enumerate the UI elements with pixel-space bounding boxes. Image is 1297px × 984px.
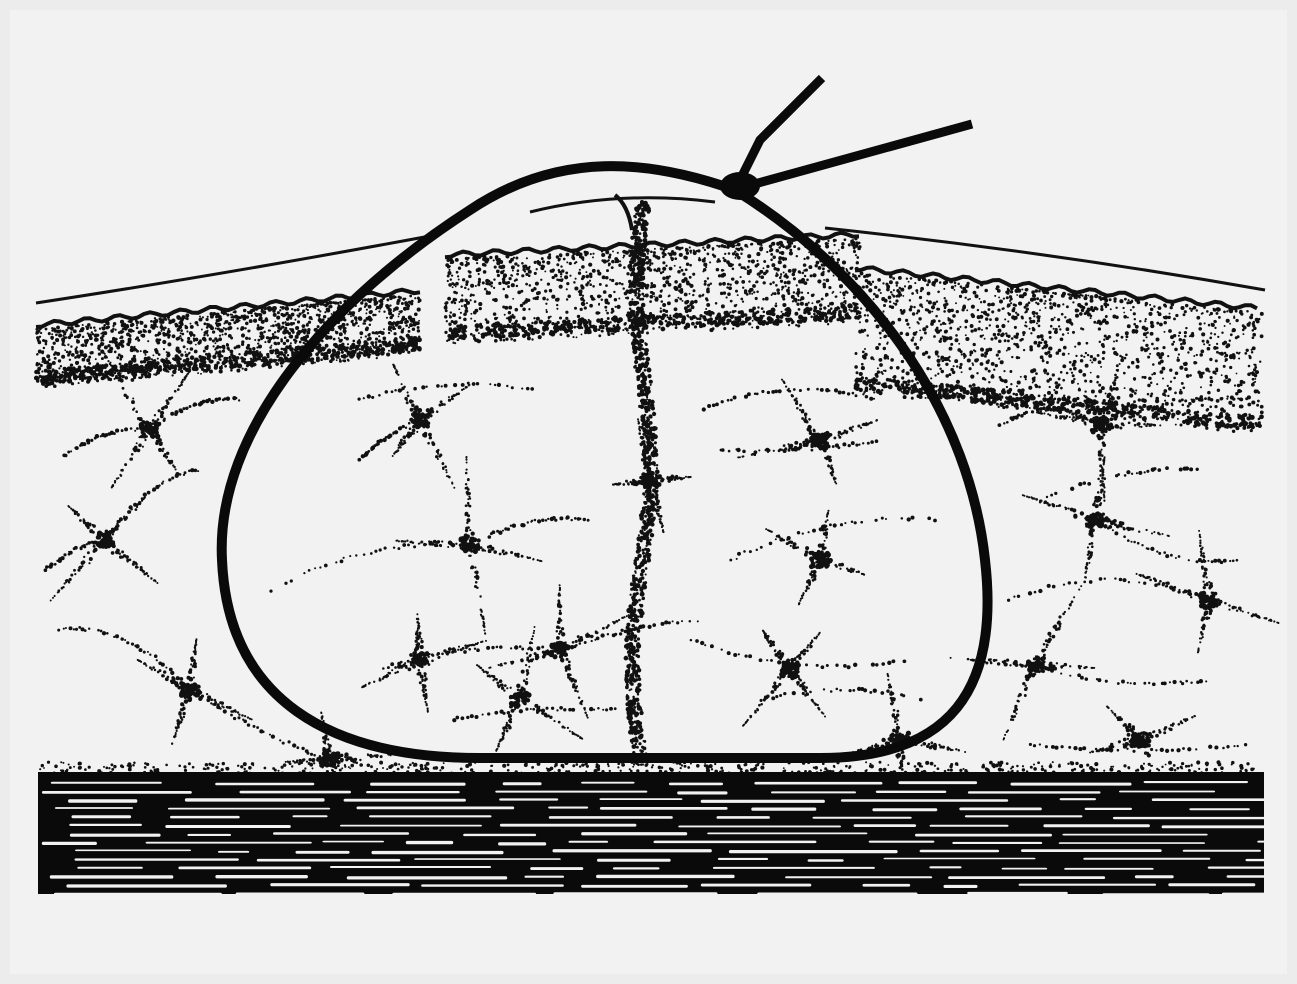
- muscle-fascia-layer: [38, 772, 1297, 896]
